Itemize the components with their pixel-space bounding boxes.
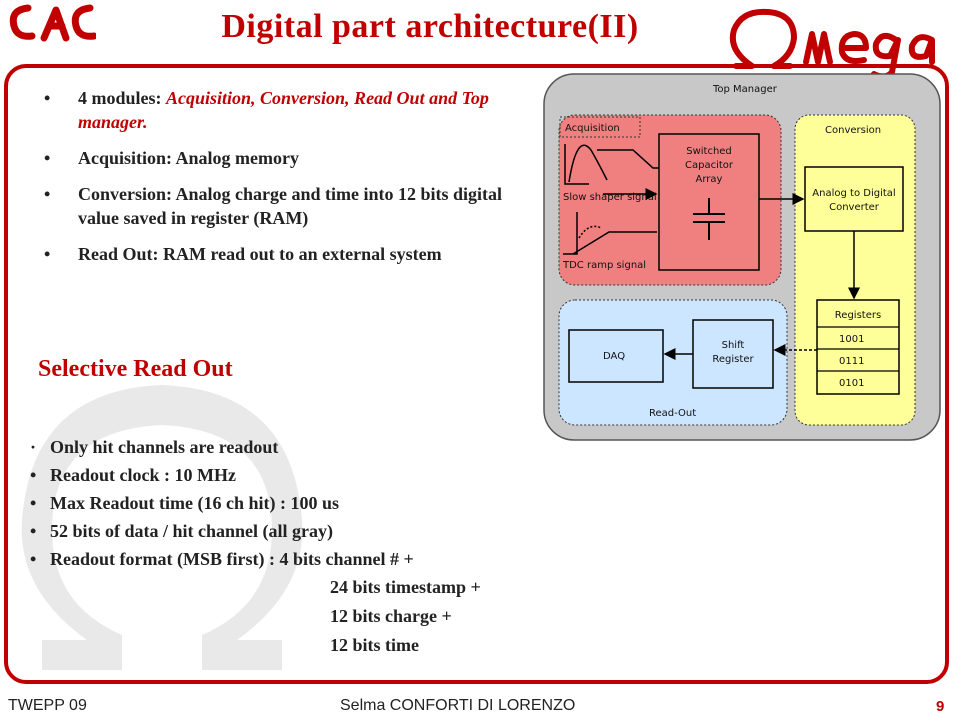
list-item-text: Max Readout time (16 ch hit) : 100 us xyxy=(50,493,339,513)
shift-register-label-line: Shift xyxy=(722,340,745,351)
conversion-label: Conversion xyxy=(825,125,881,136)
list-item: • Max Readout time (16 ch hit) : 100 us xyxy=(30,489,550,517)
register-value: 1001 xyxy=(839,334,864,345)
list-item-text: Readout clock : 10 MHz xyxy=(50,465,236,485)
readout-bullet-list: · Only hit channels are readout • Readout … xyxy=(30,433,550,660)
list-item-text: 52 bits of data / hit channel (all gray) xyxy=(50,521,334,541)
bullet-dot: • xyxy=(30,493,37,513)
architecture-diagram: Top Manager Acquisition Slow shaper sign… xyxy=(543,73,941,441)
slow-shaper-label: Slow shaper signal xyxy=(563,192,657,203)
list-item: · Only hit channels are readout xyxy=(30,433,550,461)
module-bullet-list: • 4 modules: Acquisition, Conversion, Re… xyxy=(44,86,528,278)
footer-author: Selma CONFORTI DI LORENZO xyxy=(340,697,576,714)
list-item: • Conversion: Analog charge and time int… xyxy=(44,182,528,230)
daq-block xyxy=(568,329,664,383)
omega-logo-icon xyxy=(729,8,935,78)
tdc-ramp-waveform-icon xyxy=(563,212,657,255)
bullet-dot: • xyxy=(44,148,51,168)
sca-label-line: Capacitor xyxy=(685,160,734,171)
acquisition-label-box xyxy=(559,116,641,138)
list-item-highlight: Acquisition, Conversion, Read Out and To… xyxy=(78,88,489,132)
adc-label-line: Converter xyxy=(829,202,880,213)
bullet-dot: • xyxy=(30,549,37,569)
list-item: • Readout clock : 10 MHz xyxy=(30,461,550,489)
footer-conference: TWEPP 09 xyxy=(8,697,87,714)
bullet-dot: · xyxy=(30,437,37,457)
sca-label-line: Switched xyxy=(686,146,732,157)
format-continuation-line: 24 bits timestamp + xyxy=(330,577,481,597)
bullet-dot: • xyxy=(44,184,51,204)
registers-block xyxy=(816,299,900,395)
register-value: 0101 xyxy=(839,378,864,389)
lal-logo-icon xyxy=(9,4,96,42)
list-item-text: Read Out: RAM read out to an external sy… xyxy=(78,244,442,264)
shift-register-block xyxy=(692,319,774,389)
list-item-text: Conversion: Analog charge and time into … xyxy=(78,184,503,228)
adc-block xyxy=(804,166,904,232)
omega-watermark-icon xyxy=(21,385,303,670)
list-item-text: 4 modules: xyxy=(78,88,167,108)
tdc-ramp-label: TDC ramp signal xyxy=(562,260,646,271)
bullet-dot: • xyxy=(30,465,37,485)
list-item-text: Readout format (MSB first) : 4 bits chan… xyxy=(50,549,414,569)
acquisition-label: Acquisition xyxy=(565,123,620,134)
list-item-text: Only hit channels are readout xyxy=(50,437,279,457)
readout-label: Read-Out xyxy=(649,408,696,419)
list-item: • 4 modules: Acquisition, Conversion, Re… xyxy=(44,86,528,134)
sca-label-line: Array xyxy=(696,174,723,185)
bullet-dot: • xyxy=(44,244,51,264)
top-manager-label: Top Manager xyxy=(712,84,778,95)
shift-register-label-line: Register xyxy=(712,354,754,365)
list-item: • Readout format (MSB first) : 4 bits cha… xyxy=(30,545,550,573)
register-value: 0111 xyxy=(839,356,864,367)
list-item: • Acquisition: Analog memory xyxy=(44,146,528,170)
section-heading: Selective Read Out xyxy=(38,356,233,382)
format-continuation-line: 12 bits time xyxy=(330,635,419,655)
list-item: • Read Out: RAM read out to an external … xyxy=(44,242,528,266)
page-number: 9 xyxy=(936,698,945,715)
adc-label-line: Analog to Digital xyxy=(812,188,895,199)
registers-label: Registers xyxy=(835,310,881,321)
bullet-dot: • xyxy=(44,88,51,108)
content-frame xyxy=(4,64,949,684)
page-title: Digital part architecture(II) xyxy=(221,8,639,45)
list-item: • 52 bits of data / hit channel (all gray… xyxy=(30,517,550,545)
daq-label: DAQ xyxy=(603,351,625,362)
format-continuation-line: 12 bits charge + xyxy=(330,606,452,626)
bullet-dot: • xyxy=(30,521,37,541)
list-item-text: Acquisition: Analog memory xyxy=(78,148,300,168)
capacitor-icon xyxy=(693,198,725,240)
slow-shaper-waveform-icon xyxy=(564,144,661,185)
